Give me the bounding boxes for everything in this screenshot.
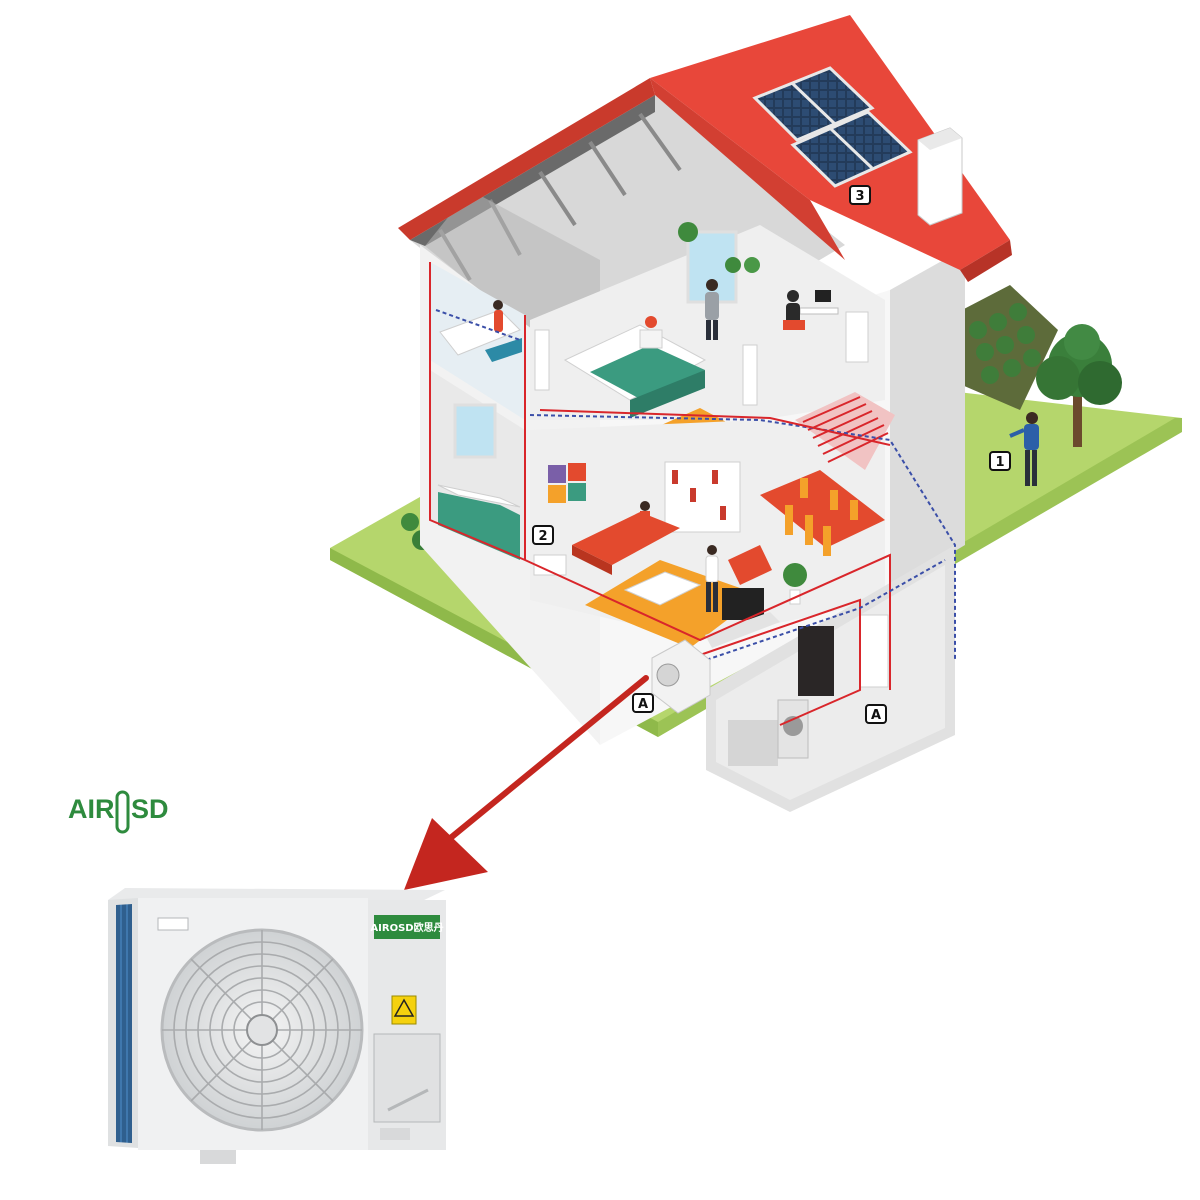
upper-floor: [430, 222, 885, 450]
chimney: [917, 127, 963, 226]
svg-text:1: 1: [995, 455, 1004, 470]
basement: [706, 545, 955, 812]
fan-grille-icon: [160, 928, 364, 1132]
svg-text:AIROSD欧思丹: AIROSD欧思丹: [370, 921, 443, 934]
marker-1: 1: [989, 451, 1011, 471]
airosd-logo: AIR SD: [68, 790, 169, 834]
marker-2: 2: [532, 525, 554, 545]
tree: [1036, 324, 1122, 447]
svg-text:2: 2: [538, 529, 547, 544]
marker-a-indoor: A: [865, 704, 887, 724]
svg-text:A: A: [871, 708, 881, 723]
vegetable-garden: [962, 285, 1058, 410]
svg-text:3: 3: [855, 189, 864, 204]
heating-pipes: [429, 262, 956, 726]
ground-floor: [430, 370, 895, 648]
svg-text:A: A: [638, 697, 648, 712]
heat-pump-unit: AIROSD欧思丹: [108, 888, 446, 1164]
warning-triangle-icon: [391, 995, 417, 1025]
svg-text:SD: SD: [131, 794, 169, 824]
gardener-person: [1009, 412, 1039, 486]
solar-panel-icon: [752, 66, 913, 188]
marker-a-outdoor: A: [632, 693, 654, 713]
pointer-arrow: [404, 675, 649, 890]
outdoor-unit-small: [651, 639, 711, 714]
marker-3: 3: [849, 185, 871, 205]
svg-text:AIR: AIR: [68, 794, 115, 824]
